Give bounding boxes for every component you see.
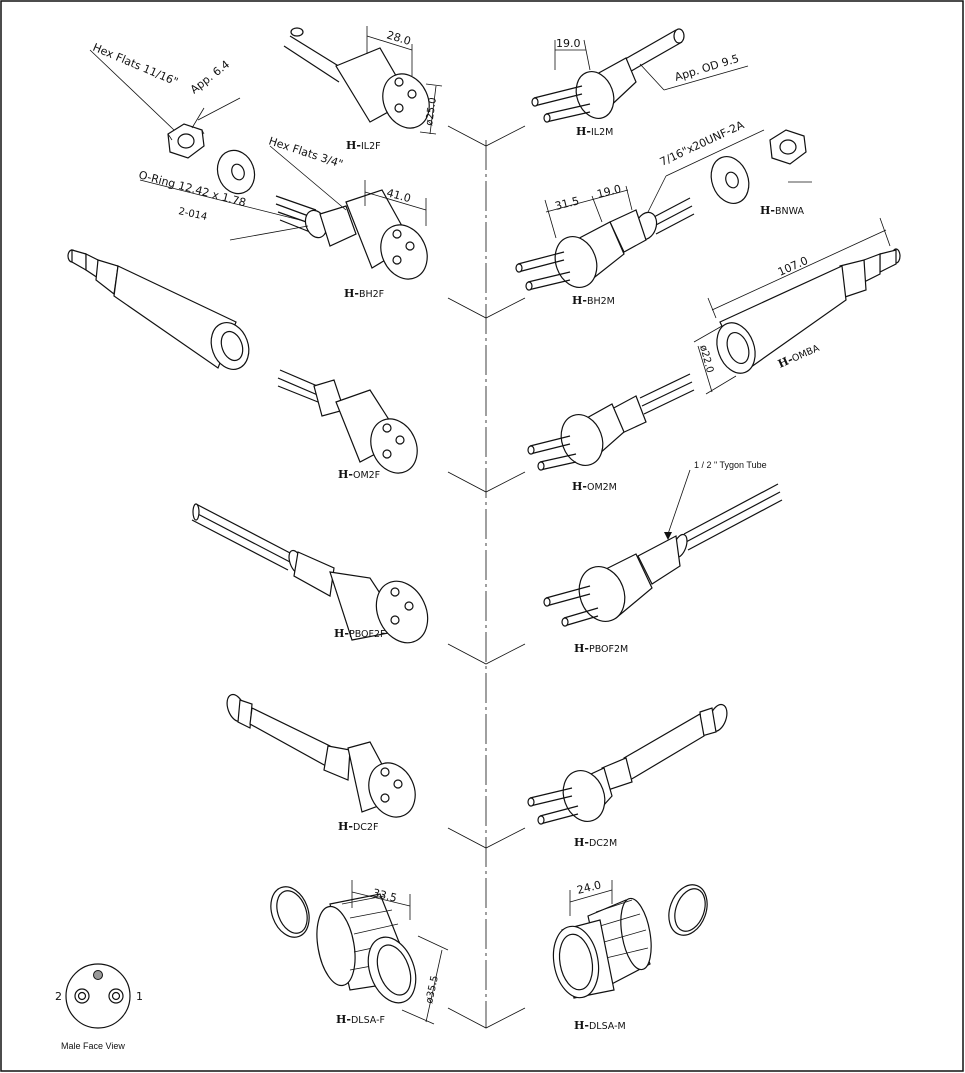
part-il2f: 28.0 ø25.0 H-IL2F bbox=[283, 26, 443, 152]
label-om2f: H-OM2F bbox=[338, 468, 380, 481]
dim-il2f-length: 28.0 bbox=[385, 28, 412, 48]
face-label-right: 1 bbox=[136, 990, 143, 1003]
label-dlsaf: H-DLSA-F bbox=[336, 1013, 385, 1026]
part-dlsaf: 33.5 ø35.5 H-DLSA-F bbox=[270, 880, 449, 1026]
dim-dlsam-length: 24.0 bbox=[576, 878, 603, 897]
dim-bh2m-b: 19.0 bbox=[596, 182, 623, 201]
dim-tygon: 1 / 2 " Tygon Tube bbox=[694, 460, 767, 470]
dim-il2f-diameter: ø25.0 bbox=[424, 97, 439, 127]
label-il2f: H-IL2F bbox=[346, 139, 381, 152]
part-omba: 107.0 ø22.0 H-OMBA bbox=[693, 217, 901, 395]
label-pbof2f: H-PBOF2F bbox=[334, 627, 386, 640]
dim-app-64: App. 6.4 bbox=[188, 58, 232, 97]
label-om2m: H-OM2M bbox=[572, 480, 617, 493]
part-dc2f: H-DC2F bbox=[226, 693, 416, 833]
center-axis bbox=[447, 125, 526, 1029]
dim-dlsaf-length: 33.5 bbox=[371, 886, 398, 905]
part-dlsam: 24.0 H-DLSA-M bbox=[552, 878, 708, 1032]
label-omba: H-OMBA bbox=[776, 341, 822, 371]
face-label-left: 2 bbox=[55, 990, 62, 1003]
face-view-title: Male Face View bbox=[61, 1041, 125, 1051]
part-bnwa: H-BNWA bbox=[710, 129, 812, 217]
label-bh2m: H-BH2M bbox=[572, 294, 615, 307]
part-dc2m: H-DC2M bbox=[527, 703, 728, 849]
label-bnwa: H-BNWA bbox=[760, 204, 804, 217]
face-pin-top bbox=[93, 970, 103, 980]
dim-o-ring-code: 2-014 bbox=[177, 206, 208, 223]
part-washer-left bbox=[216, 149, 256, 195]
part-pbof2f: H-PBOF2F bbox=[191, 503, 429, 644]
part-om2f: H-OM2F bbox=[277, 369, 418, 481]
dim-omba-length: 107.0 bbox=[776, 254, 810, 279]
part-il2m: 19.0 App. OD 9.5 H-IL2M bbox=[531, 28, 749, 138]
dim-bh2m-a: 31.5 bbox=[554, 194, 581, 213]
dim-omba-diameter: ø22.0 bbox=[697, 344, 715, 374]
label-il2m: H-IL2M bbox=[576, 125, 613, 138]
part-boot-left bbox=[67, 249, 250, 370]
dim-dlsaf-diameter: ø35.5 bbox=[424, 975, 441, 1005]
part-bh2m: 31.5 19.0 7/16"x20UNF-2A H-BH2M bbox=[515, 118, 765, 307]
label-bh2f: H-BH2F bbox=[344, 287, 384, 300]
part-bh2f: 41.0 Hex Flats 3/4" O-Ring 12.42 x 1.78 … bbox=[137, 134, 428, 300]
label-dlsam: H-DLSA-M bbox=[574, 1019, 626, 1032]
male-face-view: 2 1 Male Face View bbox=[55, 963, 143, 1051]
label-dc2m: H-DC2M bbox=[574, 836, 617, 849]
label-dc2f: H-DC2F bbox=[338, 820, 378, 833]
dim-bh2f-length: 41.0 bbox=[385, 186, 412, 205]
dim-il2m-length: 19.0 bbox=[556, 37, 581, 50]
part-pbof2m: 1 / 2 " Tygon Tube H-PBOF2M bbox=[543, 460, 783, 655]
dim-hex-flats-bh: Hex Flats 3/4" bbox=[267, 134, 345, 170]
part-hex-nut-left: Hex Flats 11/16" App. 6.4 bbox=[89, 41, 241, 159]
dim-hex-flats-nut: Hex Flats 11/16" bbox=[91, 41, 180, 89]
part-om2m: H-OM2M bbox=[527, 373, 695, 493]
label-pbof2m: H-PBOF2M bbox=[574, 642, 628, 655]
dim-il2m-od: App. OD 9.5 bbox=[673, 52, 740, 84]
